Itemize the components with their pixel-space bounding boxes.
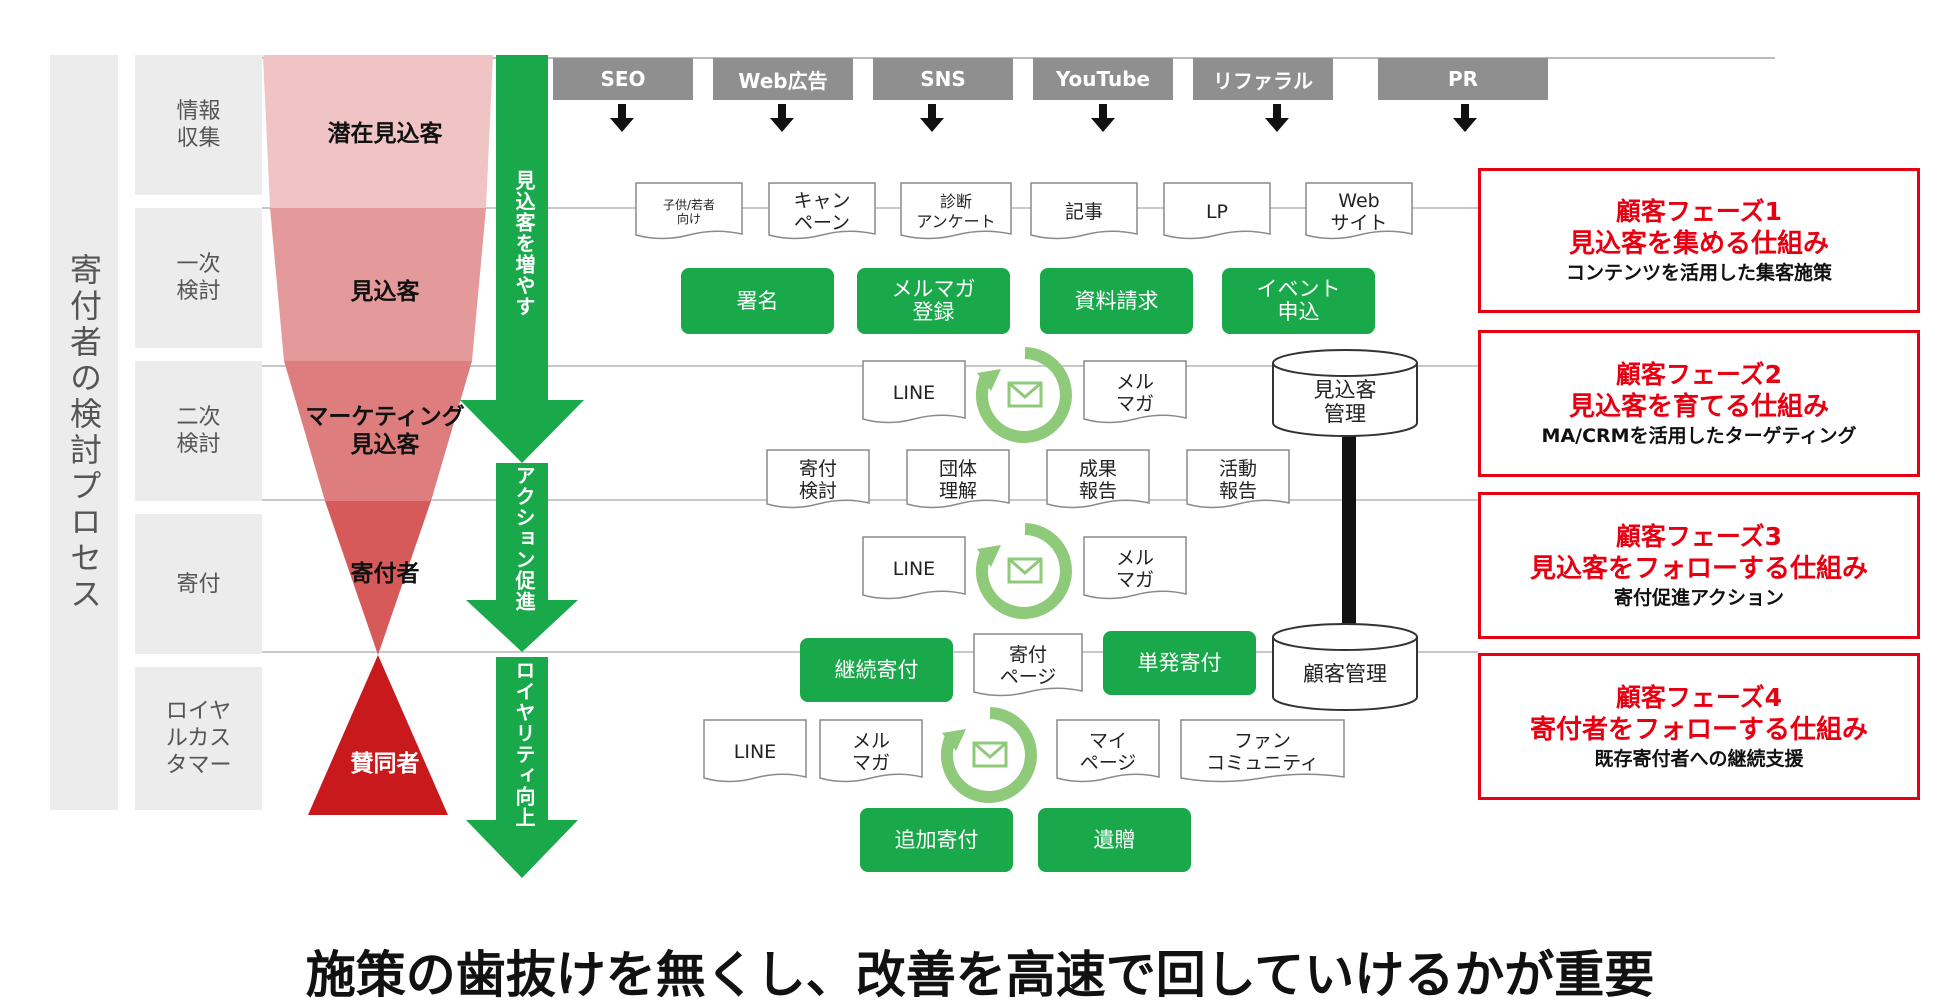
down-arrow-icon xyxy=(610,104,634,132)
big-arrows xyxy=(460,55,584,878)
doc-fan-community: ファン コミュニティ xyxy=(1180,719,1345,785)
down-arrow-icon xyxy=(1453,104,1477,132)
phase-3-heading: 見込客をフォローする仕組み xyxy=(1529,553,1868,584)
doc-donation-page: 寄付 ページ xyxy=(973,633,1083,699)
funnel-segment-3 xyxy=(284,361,472,501)
bottom-message: 施策の歯抜けを無くし、改善を高速で回していけるかが重要 xyxy=(305,946,1655,1004)
button-event-apply[interactable]: イベント 申込 xyxy=(1222,268,1375,334)
arrow-increase-shape xyxy=(460,55,584,463)
phase-2-heading: 見込客を育てる仕組み xyxy=(1568,391,1829,422)
stage-label-info: 情報 収集 xyxy=(135,55,262,195)
funnel-segment-5 xyxy=(308,655,448,815)
arrow-increase-label: 見込客を増やす xyxy=(512,170,536,317)
mail-cycle-icon xyxy=(940,707,1037,803)
side-title-panel: 寄付者の検討プロセス xyxy=(50,55,118,810)
channel-arrows xyxy=(610,104,1477,132)
funnel-label-marketing: マーケティング 見込客 xyxy=(305,404,465,458)
phase-3-desc: 寄付促進アクション xyxy=(1613,586,1785,609)
side-title: 寄付者の検討プロセス xyxy=(65,252,103,613)
doc-campaign: キャン ペーン xyxy=(768,182,876,242)
phase-2-desc: MA/CRMを活用したターゲティング xyxy=(1541,424,1857,447)
channel-pr: PR xyxy=(1378,58,1548,100)
phase-4-desc: 既存寄付者への継続支援 xyxy=(1594,747,1804,770)
stage-label-loyal: ロイヤ ルカス タマー xyxy=(135,667,262,810)
button-recurring-donation[interactable]: 継続寄付 xyxy=(800,638,953,702)
arrow-action-label: アクション促進 xyxy=(512,465,536,612)
down-arrow-icon xyxy=(1091,104,1115,132)
button-document-request[interactable]: 資料請求 xyxy=(1040,268,1193,334)
arrow-action-shape xyxy=(466,463,578,652)
phase-box-1: 顧客フェーズ1 見込客を集める仕組み コンテンツを活用した集客施策 xyxy=(1478,168,1920,313)
funnel-segment-1 xyxy=(263,55,493,208)
funnel-label-donor: 寄付者 xyxy=(350,561,420,587)
doc-survey: 診断 アンケート xyxy=(900,182,1012,242)
channel-web-ads: Web広告 xyxy=(713,58,853,100)
doc-line-3: LINE xyxy=(703,719,807,785)
phase-box-2: 顧客フェーズ2 見込客を育てる仕組み MA/CRMを活用したターゲティング xyxy=(1478,330,1920,477)
down-arrow-icon xyxy=(770,104,794,132)
phase-1-desc: コンテンツを活用した集客施策 xyxy=(1565,261,1832,284)
button-newsletter-signup[interactable]: メルマガ 登録 xyxy=(857,268,1010,334)
doc-website: Web サイト xyxy=(1305,182,1413,242)
stage-label-donate: 寄付 xyxy=(135,514,262,654)
doc-mail-2: メル マガ xyxy=(1083,536,1187,602)
phase-1-heading: 見込客を集める仕組み xyxy=(1568,228,1829,259)
phase-box-3: 顧客フェーズ3 見込客をフォローする仕組み 寄付促進アクション xyxy=(1478,492,1920,639)
doc-lp: LP xyxy=(1163,182,1271,242)
stage-label-second: 二次 検討 xyxy=(135,361,262,501)
doc-line-1: LINE xyxy=(862,360,966,426)
arrow-loyalty-label: ロイヤリティ向上 xyxy=(512,660,536,828)
doc-results-report: 成果 報告 xyxy=(1046,449,1150,511)
doc-org-understanding: 団体 理解 xyxy=(906,449,1010,511)
funnel-label-potential: 潜在見込客 xyxy=(327,121,443,147)
doc-article: 記事 xyxy=(1030,182,1138,242)
funnel xyxy=(263,55,493,815)
phase-4-heading: 寄付者をフォローする仕組み xyxy=(1529,714,1868,745)
button-additional-donation[interactable]: 追加寄付 xyxy=(860,808,1013,872)
funnel-segment-2 xyxy=(270,208,486,361)
phase-4-title: 顧客フェーズ4 xyxy=(1615,682,1783,712)
phase-1-title: 顧客フェーズ1 xyxy=(1615,196,1783,226)
phase-2-title: 顧客フェーズ2 xyxy=(1615,359,1783,389)
button-signature[interactable]: 署名 xyxy=(681,268,834,334)
funnel-label-prospect: 見込客 xyxy=(350,279,420,305)
down-arrow-icon xyxy=(1265,104,1289,132)
mail-cycle-icon xyxy=(975,523,1072,619)
channel-sns: SNS xyxy=(873,58,1013,100)
button-single-donation[interactable]: 単発寄付 xyxy=(1103,631,1256,695)
doc-activity-report: 活動 報告 xyxy=(1186,449,1290,511)
db-prospect-management: 見込客 管理 xyxy=(1270,348,1420,438)
funnel-segment-4 xyxy=(325,501,431,655)
db-customer-management: 顧客管理 xyxy=(1270,622,1420,712)
funnel-label-supporter: 賛同者 xyxy=(350,751,420,777)
channel-referral: リファラル xyxy=(1193,58,1333,100)
phase-box-4: 顧客フェーズ4 寄付者をフォローする仕組み 既存寄付者への継続支援 xyxy=(1478,653,1920,800)
doc-my-page: マイ ページ xyxy=(1056,719,1160,785)
stage-label-first: 一次 検討 xyxy=(135,208,262,348)
mail-cycle-icon xyxy=(975,347,1072,443)
doc-donation-consider: 寄付 検討 xyxy=(766,449,870,511)
doc-line-2: LINE xyxy=(862,536,966,602)
doc-mail-1: メル マガ xyxy=(1083,360,1187,426)
doc-mail-3: メル マガ xyxy=(819,719,923,785)
doc-youth: 子供/若者 向け xyxy=(635,182,743,242)
button-bequest[interactable]: 遺贈 xyxy=(1038,808,1191,872)
arrow-loyalty-shape xyxy=(466,657,578,878)
phase-3-title: 顧客フェーズ3 xyxy=(1615,521,1783,551)
channel-seo: SEO xyxy=(553,58,693,100)
down-arrow-icon xyxy=(920,104,944,132)
channel-youtube: YouTube xyxy=(1033,58,1173,100)
